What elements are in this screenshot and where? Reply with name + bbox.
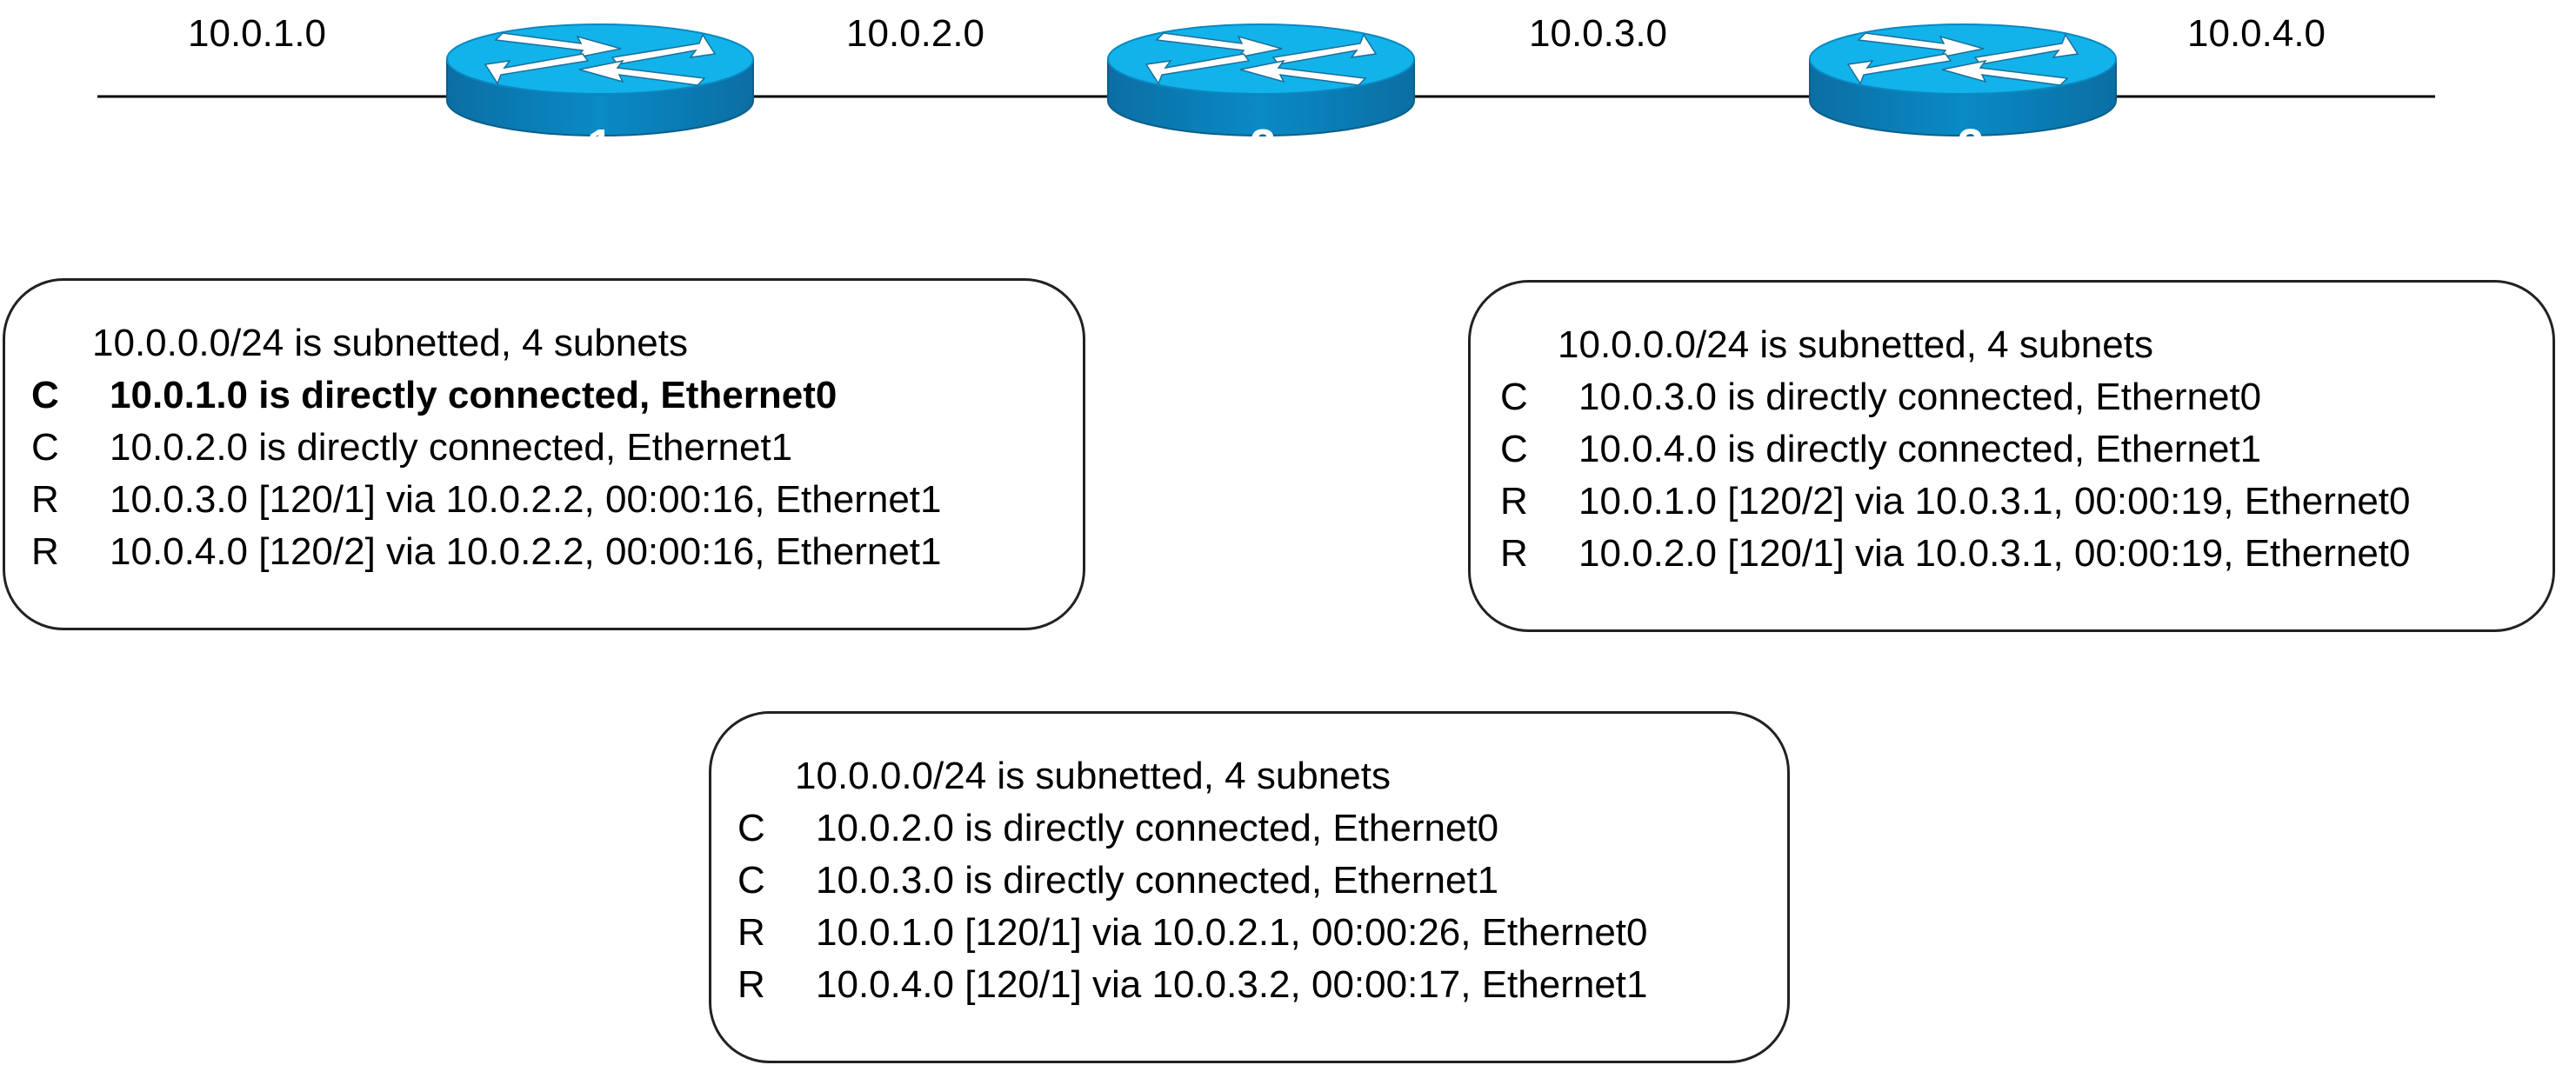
route-text: 10.0.1.0 is directly connected, Ethernet… bbox=[110, 374, 838, 416]
routing-table-header: 10.0.0.0/24 is subnetted, 4 subnets bbox=[92, 322, 688, 364]
network-label-10-0-4-0: 10.0.4.0 bbox=[2187, 12, 2326, 55]
router-2-label: 2 bbox=[1250, 120, 1276, 172]
router-3-icon[interactable] bbox=[1809, 23, 2117, 136]
route-code: C bbox=[1500, 376, 1528, 418]
router-2-icon[interactable] bbox=[1107, 23, 1415, 136]
route-text: 10.0.3.0 is directly connected, Ethernet… bbox=[816, 859, 1499, 902]
router-3-label: 3 bbox=[1958, 120, 1984, 172]
router-1-label: 1 bbox=[587, 120, 613, 172]
route-code: C bbox=[737, 807, 765, 849]
network-label-10-0-3-0: 10.0.3.0 bbox=[1529, 12, 1668, 55]
route-text: 10.0.4.0 is directly connected, Ethernet… bbox=[1578, 428, 2262, 470]
route-code: R bbox=[1500, 480, 1528, 523]
route-code: C bbox=[31, 426, 59, 469]
route-code: R bbox=[737, 911, 765, 954]
route-text: 10.0.4.0 [120/1] via 10.0.3.2, 00:00:17,… bbox=[816, 963, 1648, 1006]
route-code: R bbox=[31, 478, 59, 521]
route-text: 10.0.2.0 [120/1] via 10.0.3.1, 00:00:19,… bbox=[1578, 532, 2411, 575]
route-code: R bbox=[31, 530, 59, 573]
router-1-icon[interactable] bbox=[446, 23, 754, 136]
routing-table-header: 10.0.0.0/24 is subnetted, 4 subnets bbox=[1558, 323, 2153, 366]
network-label-10-0-1-0: 10.0.1.0 bbox=[188, 12, 327, 55]
route-text: 10.0.3.0 [120/1] via 10.0.2.2, 00:00:16,… bbox=[110, 478, 942, 521]
routing-table-router-1: 10.0.0.0/24 is subnetted, 4 subnets C 10… bbox=[3, 278, 1085, 630]
route-text: 10.0.1.0 [120/2] via 10.0.3.1, 00:00:19,… bbox=[1578, 480, 2411, 523]
route-text: 10.0.4.0 [120/2] via 10.0.2.2, 00:00:16,… bbox=[110, 530, 942, 573]
route-code: C bbox=[1500, 428, 1528, 470]
route-code: C bbox=[737, 859, 765, 902]
routing-table-header: 10.0.0.0/24 is subnetted, 4 subnets bbox=[795, 755, 1391, 797]
routing-table-router-3: 10.0.0.0/24 is subnetted, 4 subnets C 10… bbox=[1468, 280, 2555, 632]
network-label-10-0-2-0: 10.0.2.0 bbox=[846, 12, 985, 55]
route-code: R bbox=[1500, 532, 1528, 575]
route-text: 10.0.2.0 is directly connected, Ethernet… bbox=[816, 807, 1499, 849]
route-text: 10.0.3.0 is directly connected, Ethernet… bbox=[1578, 376, 2262, 418]
route-code: R bbox=[737, 963, 765, 1006]
route-text: 10.0.1.0 [120/1] via 10.0.2.1, 00:00:26,… bbox=[816, 911, 1648, 954]
routing-table-router-2: 10.0.0.0/24 is subnetted, 4 subnets C 10… bbox=[709, 711, 1790, 1063]
route-text: 10.0.2.0 is directly connected, Ethernet… bbox=[110, 426, 793, 469]
route-code: C bbox=[31, 374, 59, 416]
